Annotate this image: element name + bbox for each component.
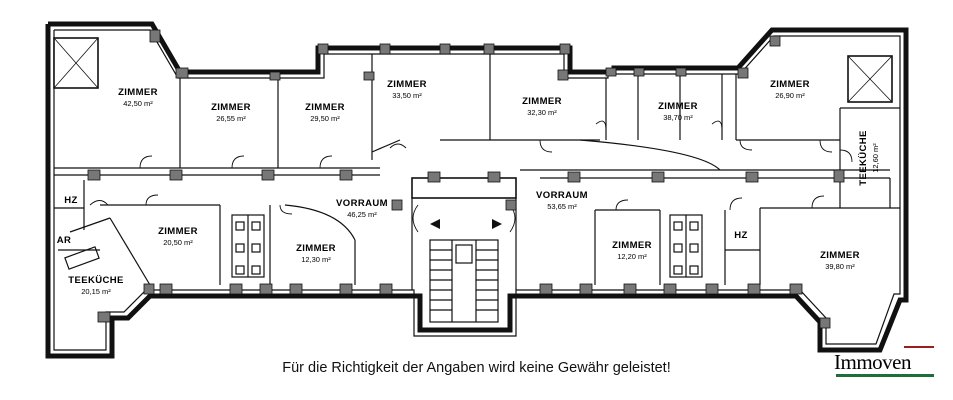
company-logo: Immoven: [834, 346, 938, 380]
elevator-shafts: [53, 37, 893, 103]
svg-text:HZ: HZ: [734, 230, 747, 241]
svg-text:AR: AR: [57, 235, 72, 246]
svg-text:VORRAUM: VORRAUM: [536, 190, 588, 201]
arrow-left-icon: [430, 219, 440, 229]
svg-text:26,90 m²: 26,90 m²: [775, 91, 805, 100]
arrow-right-icon: [492, 219, 502, 229]
svg-text:26,55 m²: 26,55 m²: [216, 114, 246, 123]
logo-underline: [836, 374, 934, 377]
restroom-fixtures: [64, 214, 703, 278]
svg-text:29,50 m²: 29,50 m²: [310, 114, 340, 123]
svg-text:ZIMMER: ZIMMER: [770, 79, 810, 90]
svg-text:12,30 m²: 12,30 m²: [301, 255, 331, 264]
logo-roof-mark: [904, 346, 934, 354]
svg-text:ZIMMER: ZIMMER: [658, 101, 698, 112]
svg-text:ZIMMER: ZIMMER: [296, 243, 336, 254]
svg-text:20,50 m²: 20,50 m²: [163, 238, 193, 247]
door-swings: [89, 120, 853, 215]
svg-text:42,50 m²: 42,50 m²: [123, 99, 153, 108]
svg-text:ZIMMER: ZIMMER: [158, 226, 198, 237]
svg-text:ZIMMER: ZIMMER: [820, 250, 860, 261]
svg-text:TEEKÜCHE: TEEKÜCHE: [858, 130, 869, 185]
svg-text:ZIMMER: ZIMMER: [118, 87, 158, 98]
room-label: AR: [57, 235, 72, 246]
svg-text:53,65 m²: 53,65 m²: [547, 202, 577, 211]
svg-text:ZIMMER: ZIMMER: [211, 102, 251, 113]
svg-text:TEEKÜCHE: TEEKÜCHE: [68, 275, 123, 286]
svg-text:20,15 m²: 20,15 m²: [81, 287, 111, 296]
svg-text:38,70 m²: 38,70 m²: [663, 113, 693, 122]
svg-text:33,50 m²: 33,50 m²: [392, 91, 422, 100]
svg-text:12,20 m²: 12,20 m²: [617, 252, 647, 261]
svg-text:HZ: HZ: [64, 195, 77, 206]
svg-text:ZIMMER: ZIMMER: [522, 96, 562, 107]
svg-text:46,25 m²: 46,25 m²: [347, 210, 377, 219]
svg-text:ZIMMER: ZIMMER: [387, 79, 427, 90]
svg-text:VORRAUM: VORRAUM: [336, 198, 388, 209]
svg-text:ZIMMER: ZIMMER: [305, 102, 345, 113]
room-label: HZ: [734, 230, 747, 241]
svg-text:39,80 m²: 39,80 m²: [825, 262, 855, 271]
room-label: HZ: [64, 195, 77, 206]
logo-text: Immoven: [834, 350, 911, 374]
svg-text:ZIMMER: ZIMMER: [612, 240, 652, 251]
pillars: [87, 29, 845, 329]
disclaimer-text: Für die Richtigkeit der Angaben wird kei…: [282, 360, 671, 376]
stairwell: [411, 177, 517, 323]
svg-text:32,30 m²: 32,30 m²: [527, 108, 557, 117]
svg-text:12,60 m²: 12,60 m²: [871, 143, 880, 173]
